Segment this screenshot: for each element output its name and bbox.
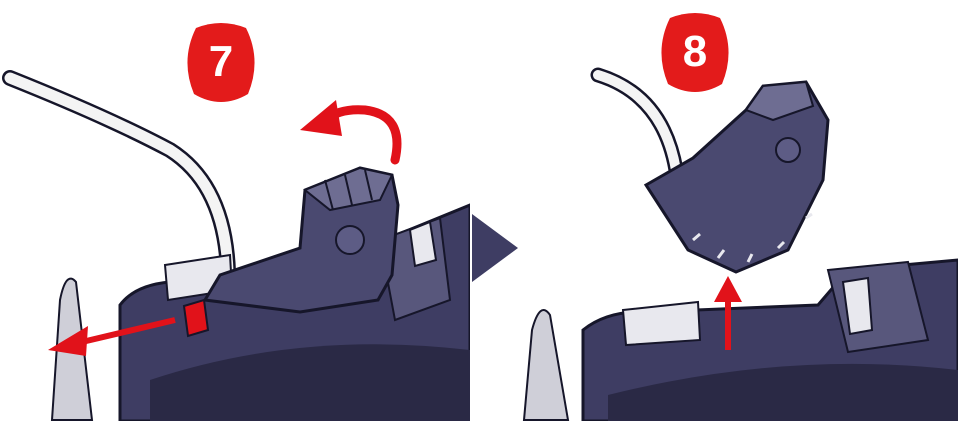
step-number: 7 xyxy=(208,37,234,86)
rotate-arrow-head xyxy=(300,100,342,136)
step-8-panel: 8 xyxy=(488,0,958,421)
next-step-arrow-icon xyxy=(472,214,518,282)
step-7-panel: 7 xyxy=(0,0,470,421)
step-7-illustration xyxy=(2,70,470,421)
side-fin xyxy=(522,309,570,421)
step-8-illustration xyxy=(522,67,958,421)
removed-lever-cover xyxy=(643,80,830,274)
red-latch xyxy=(182,298,210,338)
lift-arrow xyxy=(714,276,742,302)
lever-pivot xyxy=(775,137,801,163)
step-badge-7: 7 xyxy=(182,20,260,104)
lever-pivot xyxy=(335,225,365,255)
step-number: 8 xyxy=(682,27,708,76)
pull-arrow xyxy=(48,326,88,356)
step-badge-8: 8 xyxy=(656,10,734,94)
